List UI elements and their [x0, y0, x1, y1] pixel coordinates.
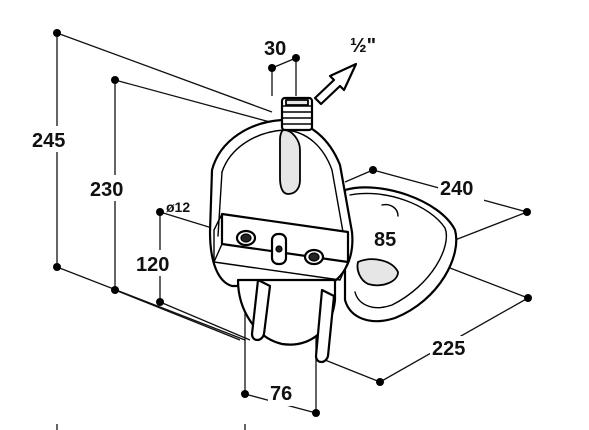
bowl — [343, 186, 458, 323]
label-mount-height: 120 — [136, 254, 169, 276]
mount-hole-left — [235, 229, 257, 247]
label-bowl-depth: 85 — [374, 229, 396, 251]
thread-arrow-icon — [313, 62, 358, 106]
mounting-plate — [213, 212, 350, 281]
label-bowl-width: 240 — [440, 178, 473, 200]
dimension-labels: 245 230 120 ø12 30 ½" 240 85 225 76 — [30, 35, 484, 406]
label-inlet-width: 30 — [264, 38, 286, 60]
label-overall-height: 245 — [32, 130, 65, 152]
inlet-fitting — [280, 96, 314, 132]
mount-hole-right — [303, 248, 325, 266]
label-hole-diameter: ø12 — [166, 199, 190, 215]
center-bolt — [270, 232, 288, 266]
legs — [250, 278, 336, 364]
label-hole-spacing: 76 — [270, 383, 292, 405]
label-body-height: 230 — [90, 179, 123, 201]
label-thread-size: ½" — [350, 35, 376, 57]
label-overall-depth: 225 — [432, 338, 465, 360]
